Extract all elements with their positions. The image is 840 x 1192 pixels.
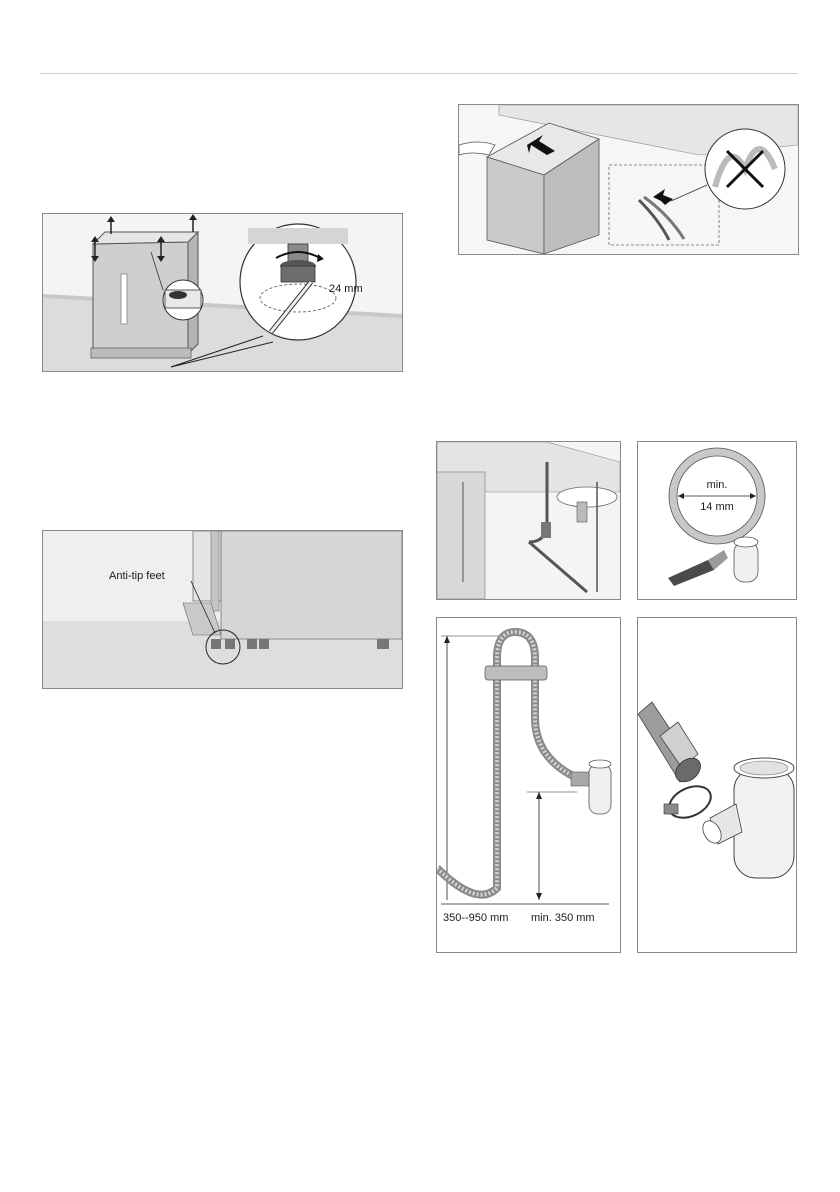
anti-tip-feet-label: Anti-tip feet bbox=[109, 570, 165, 582]
min-label: min. bbox=[707, 479, 728, 491]
figure-clamp-attachment bbox=[637, 617, 797, 953]
figure-drain-height: 350--950 mm min. 350 mm bbox=[436, 617, 621, 953]
min-height-label: min. 350 mm bbox=[531, 912, 595, 924]
diameter-label: 14 mm bbox=[700, 501, 734, 513]
figure-leveling: 24 mm bbox=[42, 213, 403, 372]
figure-hose-diameter: min. 14 mm bbox=[637, 441, 797, 600]
figure-push-in bbox=[458, 104, 799, 255]
figure-drain-overview bbox=[436, 441, 621, 600]
header-rule bbox=[40, 73, 798, 74]
figure-anti-tip: Anti-tip feet bbox=[42, 530, 403, 689]
height-range-label: 350--950 mm bbox=[443, 912, 508, 924]
leveling-dimension-label: 24 mm bbox=[329, 283, 363, 295]
